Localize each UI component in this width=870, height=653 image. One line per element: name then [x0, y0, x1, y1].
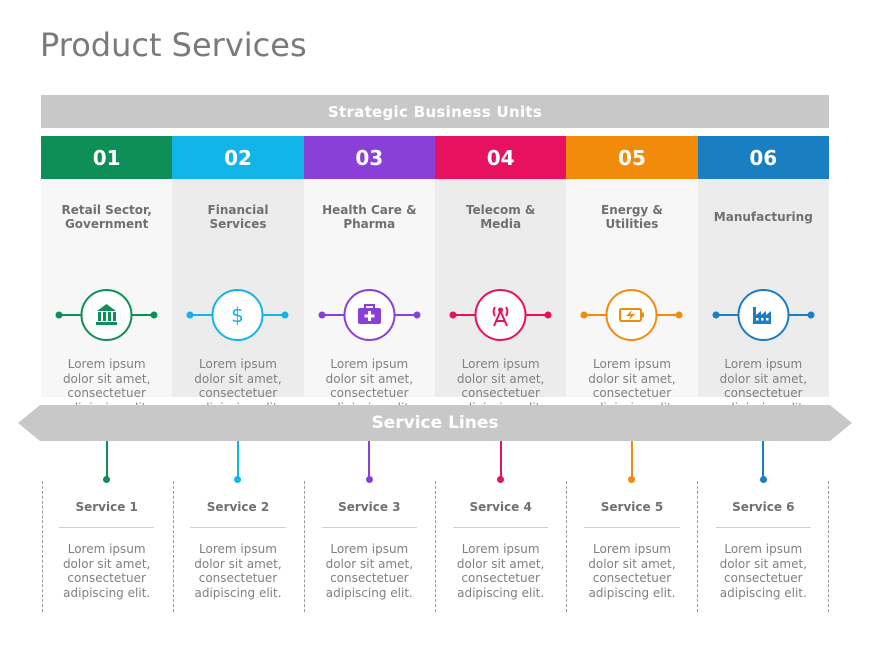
service-description: Lorem ipsum dolor sit amet, consectetuer…	[456, 542, 545, 600]
business-unit-6: 06 Manufacturing Lorem ipsum dolor sit a…	[697, 136, 829, 415]
service-description: Lorem ipsum dolor sit amet, consectetuer…	[325, 542, 414, 600]
unit-icon-connector	[41, 289, 172, 341]
connector-dot	[103, 476, 111, 483]
unit-number-badge: 04	[434, 136, 567, 179]
connector-line	[630, 441, 633, 478]
unit-title: Retail Sector, Government	[61, 203, 152, 231]
connector-line	[368, 441, 371, 478]
unit-icon-connector	[566, 289, 697, 341]
service-lines: Service 1 Lorem ipsum dolor sit amet, co…	[41, 441, 829, 613]
column-divider	[304, 481, 305, 612]
business-unit-3: 03 Health Care & Pharma Lorem ipsum dolo…	[303, 136, 435, 415]
dollar-icon: $	[186, 289, 289, 341]
business-unit-1: 01 Retail Sector, Government	[41, 136, 173, 415]
unit-title: Health Care & Pharma	[322, 203, 417, 231]
service-column-4: Service 4 Lorem ipsum dolor sit amet, co…	[435, 441, 566, 613]
strategic-business-units-header: Strategic Business Units	[41, 95, 829, 128]
service-title: Service 5	[600, 500, 664, 514]
column-divider	[42, 481, 43, 612]
service-description: Lorem ipsum dolor sit amet, consectetuer…	[719, 542, 808, 600]
connector-dot	[759, 476, 767, 483]
unit-number-badge: 06	[697, 136, 829, 179]
connector-line	[105, 441, 108, 478]
service-column-2: Service 2 Lorem ipsum dolor sit amet, co…	[172, 441, 303, 613]
unit-number-badge: 05	[566, 136, 698, 179]
unit-description: Lorem ipsum dolor sit amet, consectetuer…	[62, 357, 151, 415]
service-divider	[452, 527, 549, 528]
connector-line	[499, 441, 502, 478]
sbu-label: Strategic Business Units	[327, 102, 543, 121]
service-divider	[584, 527, 680, 528]
service-description: Lorem ipsum dolor sit amet, consectetuer…	[62, 542, 151, 600]
unit-number-badge: 03	[303, 136, 435, 179]
service-title: Service 1	[75, 500, 138, 514]
service-divider	[190, 527, 286, 528]
unit-icon-connector	[304, 289, 435, 341]
unit-icon-connector	[698, 289, 829, 341]
unit-number-badge: 01	[41, 136, 173, 179]
unit-title: Manufacturing	[713, 210, 813, 224]
business-unit-4: 04 Telecom & Media	[434, 136, 567, 415]
medical-kit-icon	[318, 289, 421, 341]
business-unit-2: 02 Financial Services $ Lorem ipsum dolo…	[172, 136, 304, 415]
unit-card: Health Care & Pharma Lorem ipsum dolor s…	[303, 179, 435, 415]
service-column-6: Service 6 Lorem ipsum dolor sit amet, co…	[698, 441, 829, 613]
unit-card: Manufacturing Lorem ipsum dolor sit amet…	[697, 179, 829, 415]
unit-title: Energy & Utilities	[601, 203, 663, 231]
service-column-3: Service 3 Lorem ipsum dolor sit amet, co…	[304, 441, 435, 613]
service-title: Service 2	[206, 500, 270, 514]
service-divider	[715, 527, 811, 528]
unit-icon-connector	[435, 289, 566, 341]
unit-card: Financial Services $ Lorem ipsum dolor s…	[172, 179, 304, 415]
page-title: Product Services	[40, 26, 307, 64]
column-divider	[435, 481, 436, 612]
connector-dot	[234, 476, 242, 483]
column-divider	[566, 481, 567, 612]
column-divider	[173, 481, 174, 612]
service-description: Lorem ipsum dolor sit amet, consectetuer…	[194, 542, 282, 600]
unit-icon-connector: $	[172, 289, 303, 341]
bank-icon	[55, 289, 158, 341]
service-column-1: Service 1 Lorem ipsum dolor sit amet, co…	[41, 441, 172, 613]
service-title: Service 3	[338, 500, 401, 514]
service-lines-banner: Service Lines	[18, 405, 852, 441]
column-divider	[828, 481, 829, 612]
unit-title: Financial Services	[207, 203, 269, 231]
service-divider	[59, 527, 155, 528]
connector-line	[236, 441, 239, 478]
service-title: Service 6	[732, 500, 795, 514]
service-divider	[321, 527, 417, 528]
battery-charging-icon	[580, 289, 683, 341]
factory-icon	[712, 289, 815, 341]
service-description: Lorem ipsum dolor sit amet, consectetuer…	[588, 542, 676, 600]
unit-card: Energy & Utilities Lorem ipsum dolor sit…	[566, 179, 698, 415]
unit-title: Telecom & Media	[465, 203, 536, 231]
service-lines-label: Service Lines	[371, 413, 499, 433]
unit-description: Lorem ipsum dolor sit amet, consectetuer…	[588, 357, 676, 415]
column-divider	[697, 481, 698, 612]
connector-dot	[497, 476, 505, 483]
connector-dot	[365, 476, 373, 483]
connector-dot	[628, 476, 636, 483]
unit-card: Retail Sector, Government Lorem i	[41, 179, 173, 415]
service-title: Service 4	[469, 500, 532, 514]
service-lines-arrow-banner	[18, 405, 852, 441]
antenna-tower-icon	[449, 289, 552, 341]
service-column-5: Service 5 Lorem ipsum dolor sit amet, co…	[566, 441, 697, 613]
business-units: 01 Retail Sector, Government	[41, 136, 829, 415]
business-unit-5: 05 Energy & Utilities Lorem ipsum dolor …	[566, 136, 698, 415]
unit-card: Telecom & Media	[434, 179, 567, 415]
unit-number-badge: 02	[172, 136, 304, 179]
svg-text:$: $	[231, 303, 244, 327]
connector-line	[762, 441, 765, 478]
